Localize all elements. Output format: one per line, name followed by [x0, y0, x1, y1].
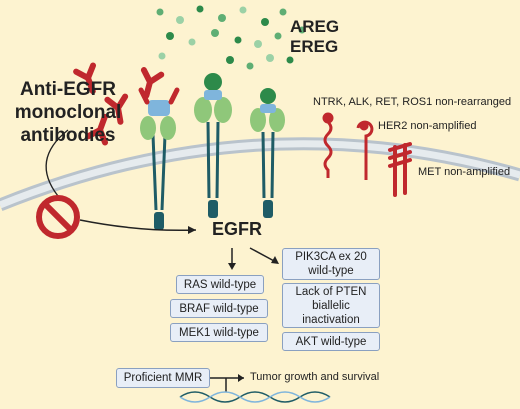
dna-strand-icon	[179, 391, 331, 403]
met-receptor-icon	[388, 142, 412, 197]
akt-status-box: AKT wild-type	[282, 332, 380, 351]
ligand-label-ereg: EREG	[290, 37, 339, 56]
her2-receptor-icon	[356, 120, 374, 180]
cell-membrane-inner	[0, 140, 520, 209]
antibody-icon	[140, 67, 165, 99]
egfr-arrow	[79, 219, 197, 232]
her2-annotation: HER2 non-amplified	[378, 120, 477, 132]
antibody-leader-line	[45, 129, 69, 197]
outcome-label: Tumor growth and survival	[250, 371, 380, 383]
met-annotation: MET non-amplified	[418, 166, 511, 178]
ligand-cloud	[156, 5, 306, 70]
braf-status-box: BRAF wild-type	[170, 299, 268, 318]
prohibition-icon	[36, 195, 80, 239]
mek1-status-box: MEK1 wild-type	[170, 323, 268, 342]
antibody-icons	[73, 62, 165, 146]
egfr-receptor-2	[194, 73, 232, 218]
pik3ca-status-box: PIK3CA ex 20 wild-type	[282, 248, 380, 280]
antibody-label: Anti-EGFR monoclonal antibodies	[14, 79, 122, 146]
egfr-receptor-1	[138, 87, 180, 230]
rtk-annotation: NTRK, ALK, RET, ROS1 non-rearranged	[313, 96, 512, 108]
ras-status-box: RAS wild-type	[176, 275, 264, 294]
pten-status-box: Lack of PTEN biallelic inactivation	[282, 283, 380, 328]
egfr-receptor-3	[250, 88, 285, 218]
egfr-label: EGFR	[212, 219, 263, 239]
rtk-receptor-icon	[322, 112, 334, 178]
pi3k-branch-arrow	[249, 247, 277, 263]
mmr-status-box: Proficient MMR	[116, 368, 210, 388]
ligand-label-areg: AREG	[290, 17, 340, 36]
antibody-icon	[104, 93, 129, 125]
antibody-icon	[73, 62, 97, 95]
antibody-icon	[85, 113, 109, 146]
